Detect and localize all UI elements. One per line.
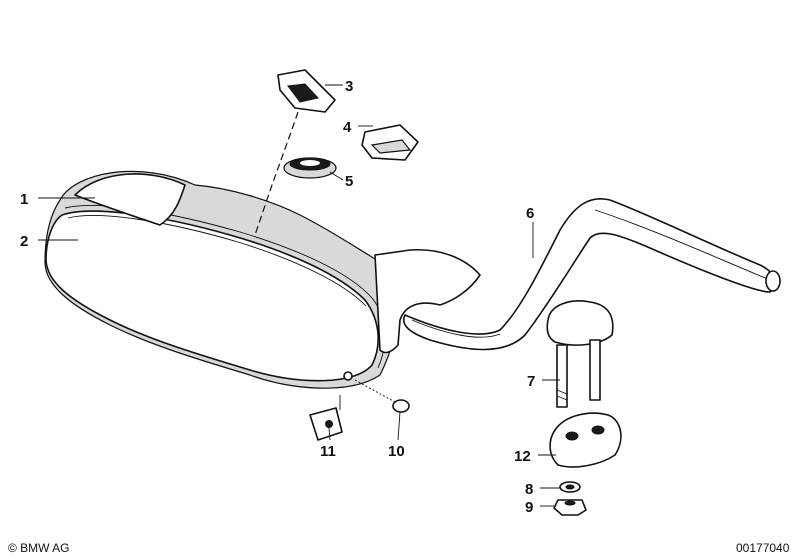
nut-clip-part: [309, 395, 343, 441]
handlebar-part: [403, 198, 781, 351]
headlight-bracket: [374, 248, 481, 354]
callout-1: 1: [20, 191, 28, 208]
headlight-assembly: [44, 170, 481, 389]
cover-part: [361, 124, 419, 161]
callout-9: 9: [525, 499, 533, 516]
callout-11: 11: [320, 443, 336, 460]
callout-7: 7: [527, 373, 535, 390]
upper-clamp-part: [546, 300, 614, 408]
washer-part: [559, 481, 581, 493]
screw-part: [354, 379, 410, 413]
callout-8: 8: [525, 481, 533, 498]
callout-5: 5: [345, 173, 353, 190]
diagram-number: 00177040: [736, 541, 790, 555]
lower-clamp-part: [549, 412, 622, 468]
copyright-label: © BMW AG: [8, 541, 70, 555]
nut-part: [553, 499, 587, 516]
callout-2: 2: [20, 233, 28, 250]
clip-part: [277, 69, 336, 113]
callout-12: 12: [514, 448, 531, 465]
callout-10: 10: [388, 443, 405, 460]
callout-6: 6: [526, 205, 534, 222]
grommet-part: [283, 157, 337, 179]
callout-3: 3: [345, 78, 353, 95]
callout-4: 4: [343, 119, 352, 136]
